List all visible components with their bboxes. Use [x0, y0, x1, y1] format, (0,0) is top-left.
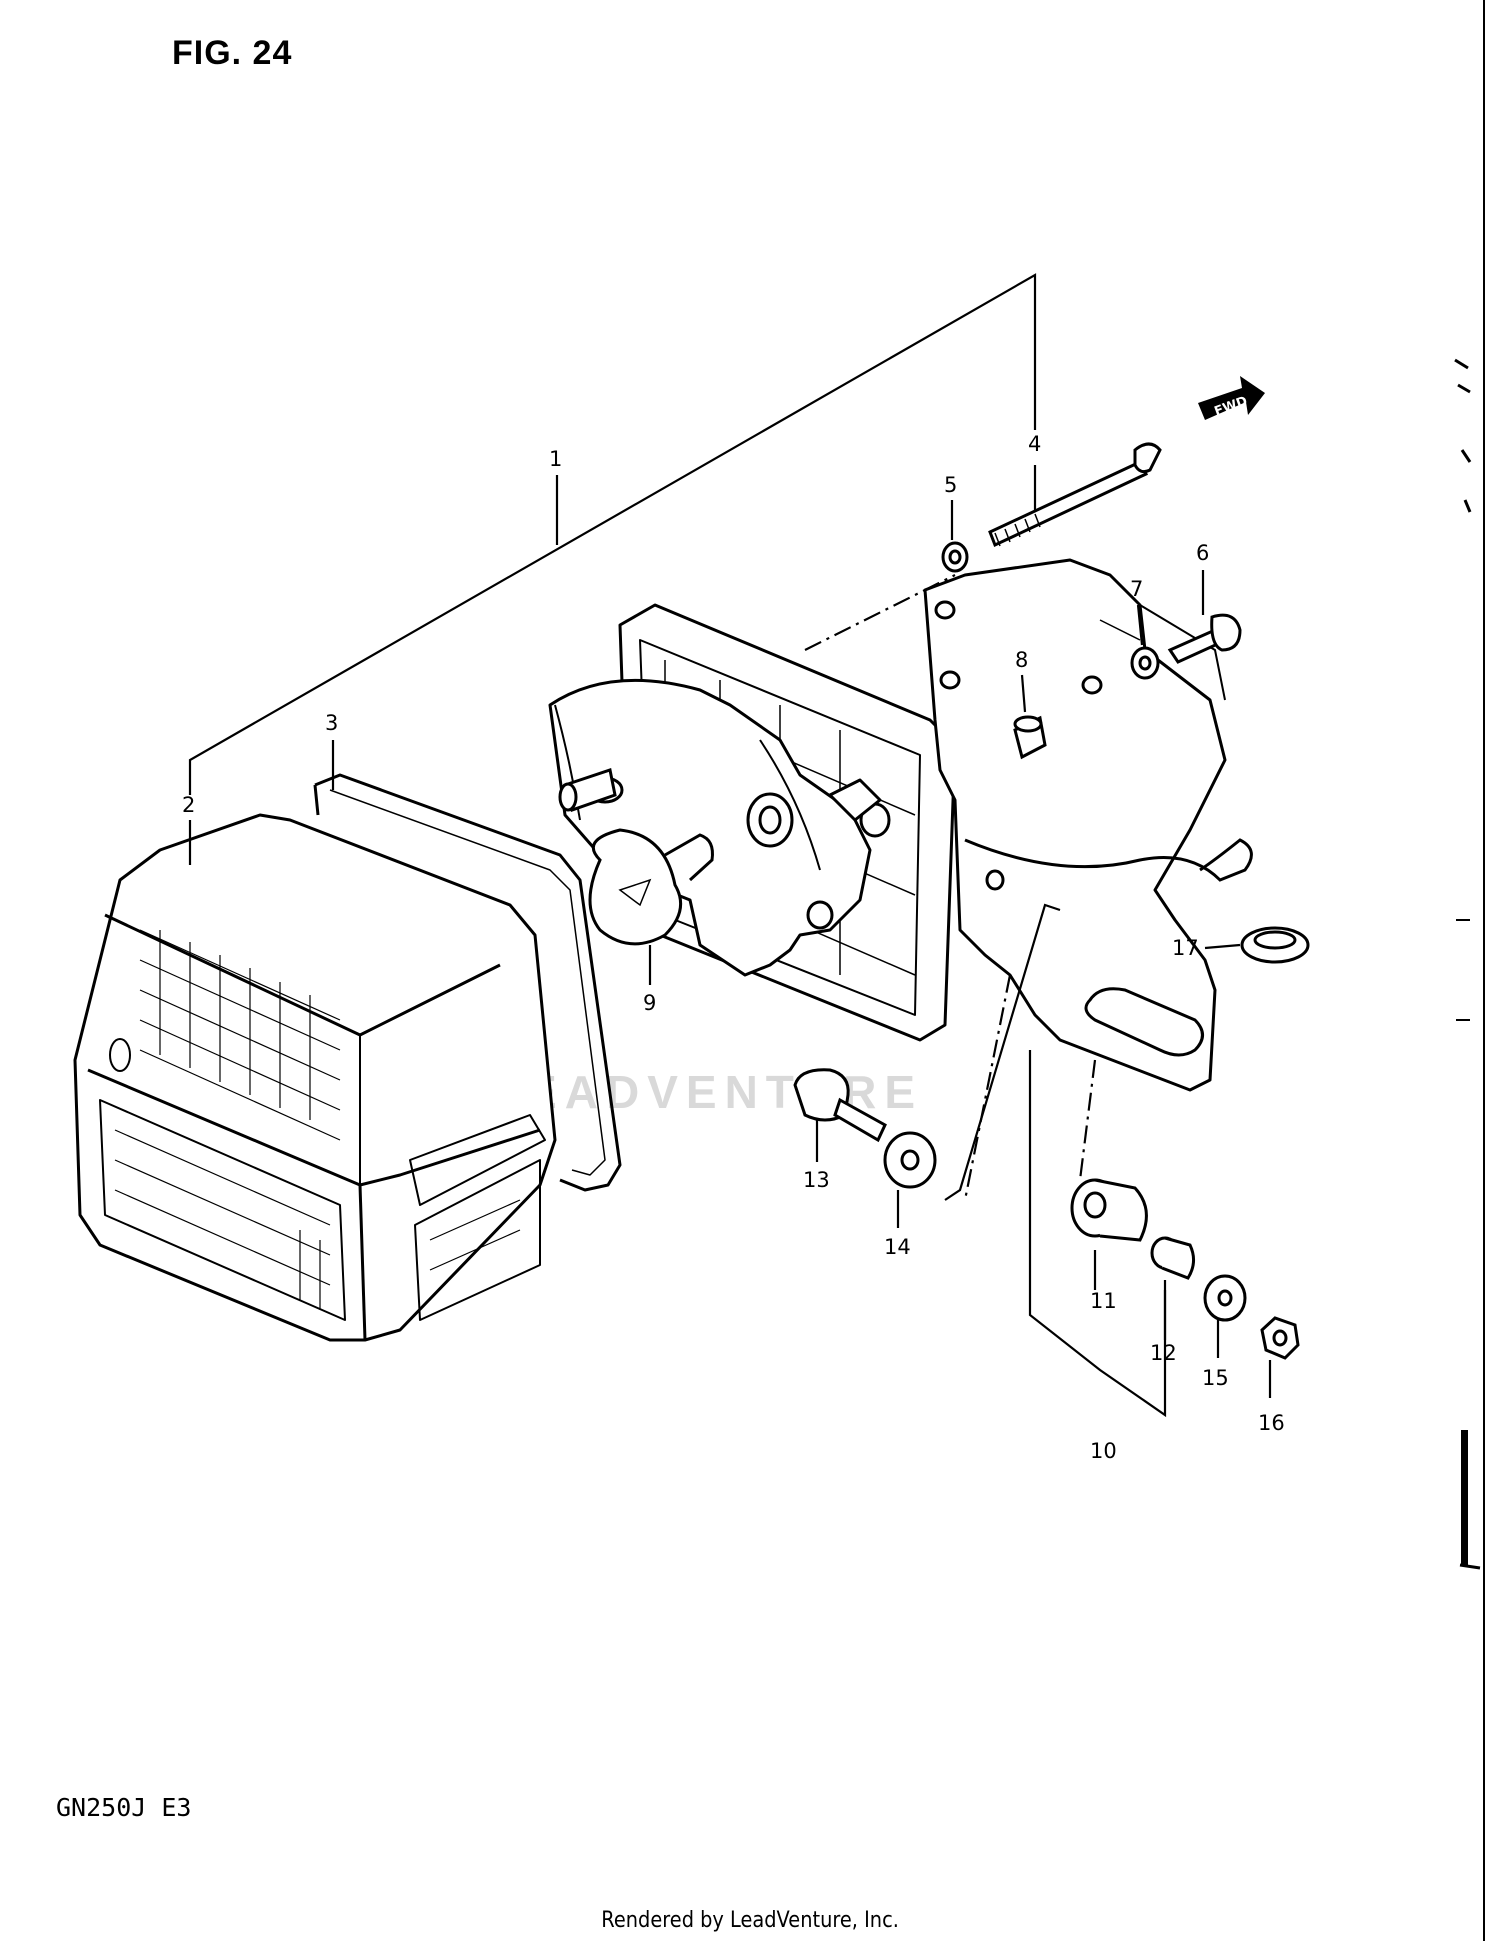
bulb-part — [588, 828, 714, 946]
footer-credit: Rendered by LeadVenture, Inc. — [0, 1908, 1500, 1933]
callout-3: 3 — [325, 711, 338, 735]
callout-5: 5 — [944, 473, 957, 497]
callout-7: 7 — [1130, 577, 1143, 601]
screw-6-part — [1167, 613, 1242, 664]
socket-spacer — [558, 768, 617, 812]
callout-9: 9 — [643, 991, 656, 1015]
footer-text: Rendered by LeadVenture, Inc. — [601, 1908, 899, 1933]
callout-2: 2 — [182, 793, 195, 817]
gasket-part — [313, 773, 622, 1192]
callout-11: 11 — [1090, 1289, 1117, 1313]
bolt-13-part — [793, 1068, 887, 1143]
bracket-part — [923, 558, 1227, 1092]
tail-lens-part — [73, 813, 557, 1342]
long-bolt-part — [988, 442, 1162, 548]
spacer-8-part — [1013, 715, 1047, 760]
callout-15: 15 — [1202, 1366, 1229, 1390]
leader-lines — [188, 273, 1272, 1418]
callout-12: 12 — [1150, 1341, 1177, 1365]
model-code: GN250J E3 — [56, 1793, 192, 1822]
callout-17: 17 — [1172, 936, 1199, 960]
washer-15-part — [1203, 1274, 1247, 1322]
washer-7-part — [1130, 646, 1160, 680]
forward-arrow-icon: FWD — [1198, 376, 1265, 420]
washer-5-part — [941, 541, 969, 573]
washer-14-part — [883, 1131, 937, 1189]
callout-1: 1 — [549, 447, 562, 471]
grommet-17-part — [1240, 926, 1310, 964]
grommet-11-part — [1070, 1178, 1148, 1242]
callout-6: 6 — [1196, 541, 1209, 565]
scan-edge-marks — [1454, 0, 1485, 1941]
callout-13: 13 — [803, 1168, 830, 1192]
callout-8: 8 — [1015, 648, 1028, 672]
callout-14: 14 — [884, 1235, 911, 1259]
wire — [964, 838, 1253, 882]
callout-4: 4 — [1028, 432, 1041, 456]
callout-16: 16 — [1258, 1411, 1285, 1435]
callout-10: 10 — [1090, 1439, 1117, 1463]
figure-title: FIG. 24 — [172, 34, 293, 72]
nut-16-part — [1260, 1316, 1300, 1360]
collar-12-part — [1150, 1236, 1195, 1280]
